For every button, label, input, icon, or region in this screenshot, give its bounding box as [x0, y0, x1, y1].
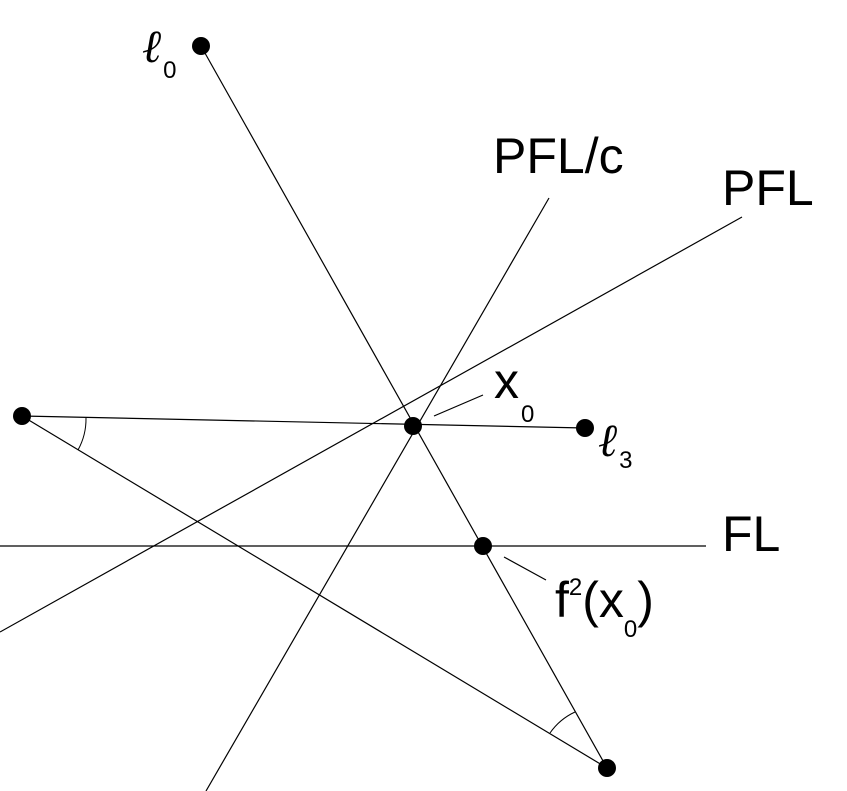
- label-l3: ℓ3: [598, 413, 633, 474]
- point-l0: [192, 37, 210, 55]
- line-l3: [21, 415, 586, 429]
- point-bottom-right: [598, 759, 616, 777]
- line-pfl: [0, 216, 743, 633]
- point-l3: [576, 419, 594, 437]
- point-f2-x0: [474, 537, 492, 555]
- label-f2-x0: f2(x0): [555, 572, 654, 643]
- line-left-to-bottom-right: [21, 415, 608, 769]
- x0-leader: [433, 394, 484, 417]
- angle-arc-bottom: [549, 711, 576, 734]
- point-x0: [404, 417, 422, 435]
- label-x0: x0: [494, 353, 534, 428]
- point-left: [13, 407, 31, 425]
- line-l0-to-bottom-right: [200, 45, 608, 769]
- label-fl: FL: [722, 506, 780, 562]
- label-pfl: PFL: [722, 160, 814, 216]
- f2-leader: [503, 556, 547, 581]
- label-l0: ℓ0: [142, 19, 177, 84]
- label-pflc: PFL/c: [493, 128, 624, 184]
- line-pflc: [205, 197, 550, 791]
- angle-arc-left: [77, 417, 87, 451]
